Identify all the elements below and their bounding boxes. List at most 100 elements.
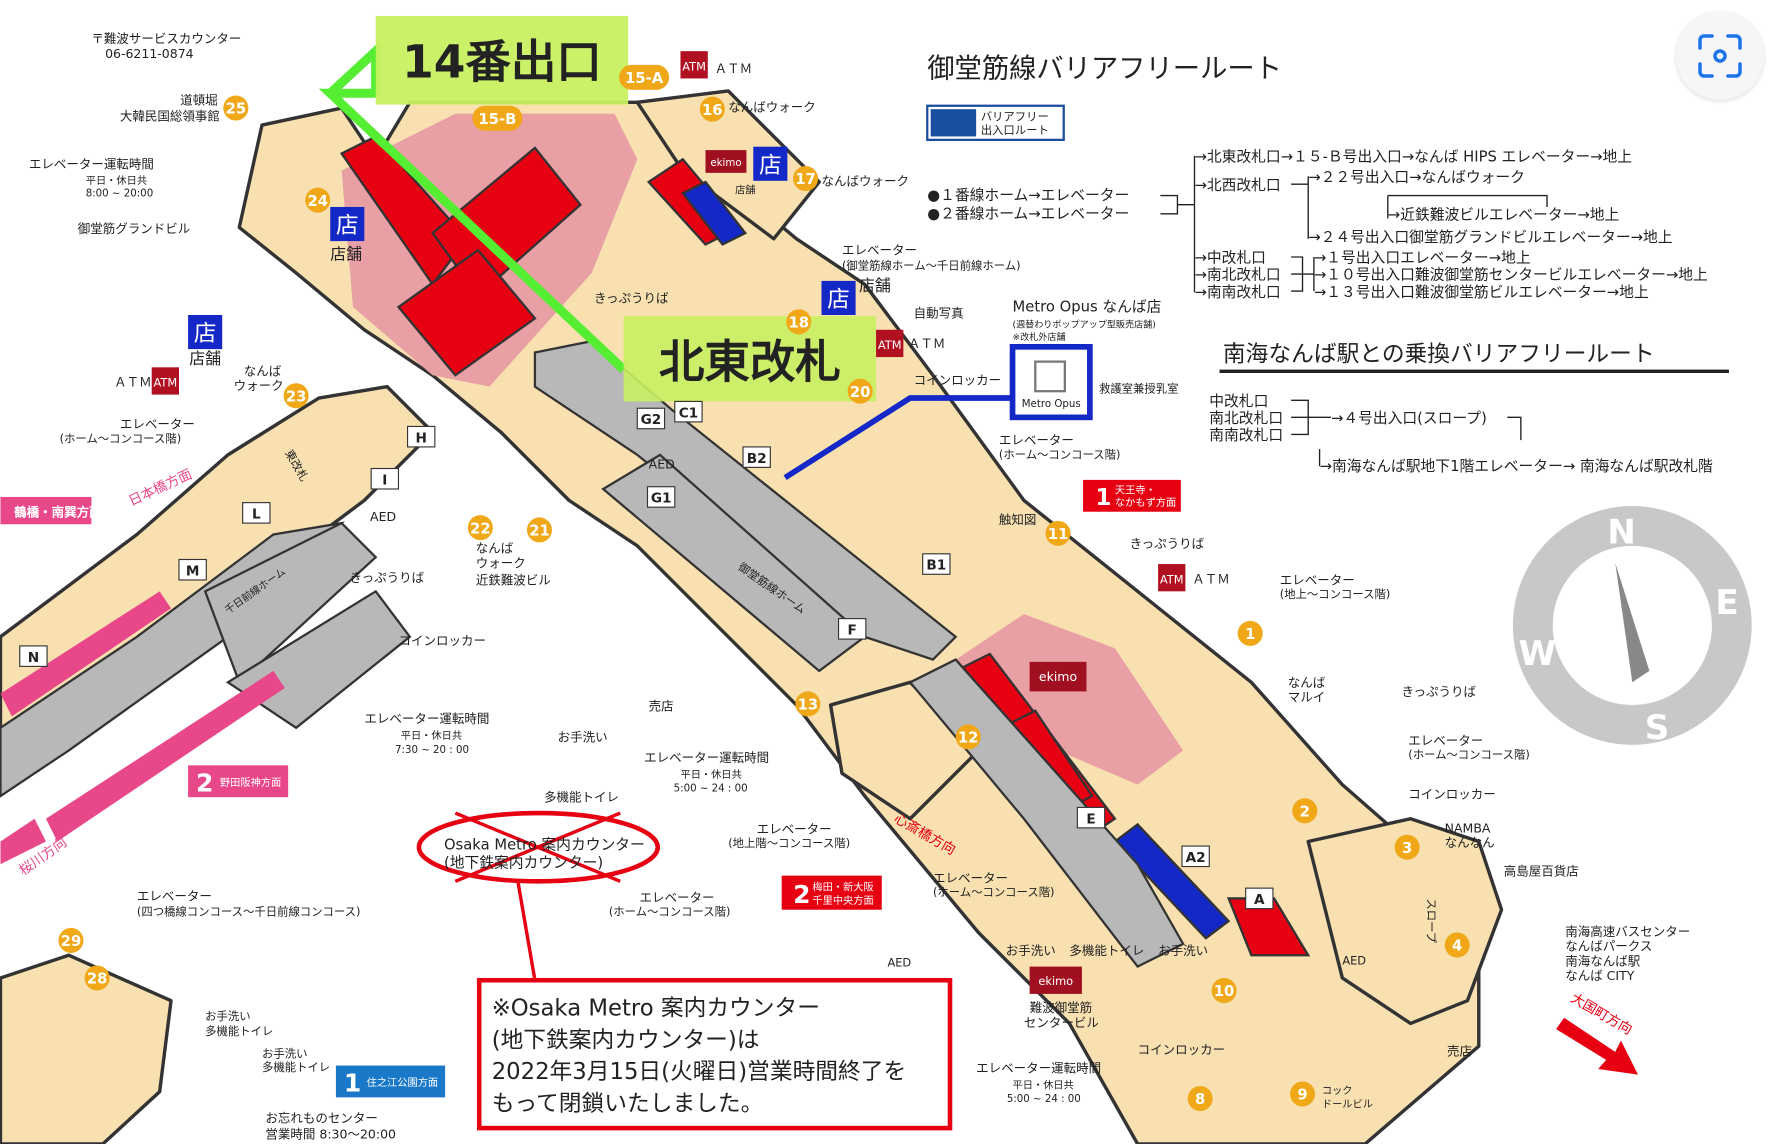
elevator-desc: (四つ橋線コンコース～千日前線コンコース): [137, 904, 361, 918]
umeda-label: 梅田・新大阪: [812, 880, 873, 893]
exit14-highlight: [375, 15, 629, 105]
exit-number: 10: [1214, 983, 1235, 1000]
exit-number: 2: [1300, 803, 1310, 820]
shop-icons: 店 店 店 店 ATM ATM ATM ATM 1 天王寺・ なかもず方面 2 …: [151, 51, 1186, 1098]
metro-opus-sub1: (週替わりポップアップ型販売店舗): [1013, 319, 1156, 331]
nannan-label: なんなん: [1445, 835, 1495, 850]
dotonbori-label: 道頓堀: [180, 93, 218, 108]
atm-icon: ATM: [878, 338, 902, 352]
exit-number: 11: [1048, 526, 1069, 543]
metro-opus-sub2: ※改札外店舗: [1013, 331, 1066, 343]
locker-label: コインロッカー: [1138, 1042, 1226, 1057]
senri-label: 千里中央方面: [812, 894, 873, 907]
nankai-route-title: 南海なんば駅との乗換バリアフリールート: [1223, 342, 1655, 368]
toilet-label: お手洗い: [558, 729, 608, 744]
exit-badge-1: [1237, 620, 1263, 646]
ticket-label: きっぷうりば: [1130, 536, 1205, 551]
elevator-hours-time: 8:00 ~ 20:00: [86, 189, 153, 200]
gate-marker-label: H: [416, 430, 427, 446]
pink-lines: [0, 591, 285, 865]
toilet-label: お手洗い: [262, 1047, 307, 1061]
namba-parks-label: なんばパークス: [1565, 939, 1652, 954]
gate-marker-I: [370, 467, 400, 490]
route-start-1: ●１番線ホーム→エレベーター: [927, 187, 1129, 204]
multi-toilet-label: 多機能トイレ: [262, 1060, 330, 1074]
crossed-counter-line2: (地下鉄案内カウンター): [444, 854, 603, 872]
shop-icon: 店: [827, 287, 850, 313]
elevator-desc: (地上階～コンコース階): [728, 836, 850, 850]
nankai-namba-label: 南海なんば駅: [1565, 953, 1641, 968]
gate-marker-B2: [742, 446, 771, 468]
exit-badge-8: [1187, 1086, 1213, 1112]
gate-marker-A: [1245, 887, 1274, 910]
ekimo-logo: [1029, 661, 1087, 692]
multi-toilet-label: 多機能トイレ: [205, 1024, 273, 1038]
gate-marker-label: L: [252, 507, 261, 523]
ekimo-logo-text: ekimo: [710, 158, 741, 169]
line-badge-2-sennichimae: 2: [196, 768, 213, 797]
route-ns-gate: →南北改札口: [1194, 267, 1280, 284]
multi-toilet-label: 多機能トイレ: [544, 790, 619, 805]
slope-label: スロープ: [1425, 898, 1439, 943]
elevator-hours-days: 平日・休日共: [401, 730, 462, 742]
toilet-label: お手洗い: [205, 1009, 250, 1023]
exit-number: 9: [1297, 1087, 1307, 1104]
toilet-label: お手洗い: [1158, 943, 1208, 958]
exit-number: 28: [87, 971, 108, 988]
namba-walk-label: なんばウォーク: [728, 99, 816, 114]
exit-number: 25: [226, 101, 247, 118]
exit-badge-23: [283, 383, 309, 409]
elevator-hours-time: 7:30 ~ 20 : 00: [395, 745, 469, 756]
midosuji-route-title: 御堂筋線バリアフリールート: [927, 53, 1282, 84]
ekimo-logo: [705, 150, 747, 173]
line-badge-2: 2: [793, 880, 810, 909]
legend-line1: バリアフリー: [981, 110, 1049, 124]
elevator-desc: (ホーム～コンコース階): [1408, 747, 1530, 761]
metro-opus-logo-icon: [1034, 360, 1066, 393]
atm-icon: ATM: [1160, 572, 1184, 586]
exit-badge-12: [955, 724, 981, 750]
elevator-desc: (ホーム～コンコース階): [999, 447, 1121, 461]
exit-number: 12: [958, 730, 979, 747]
grand-building-label: 御堂筋グランドビル: [78, 221, 191, 236]
exit-number: 24: [307, 193, 328, 210]
exit-number: 18: [788, 315, 809, 332]
gate-marker-L: [242, 502, 271, 524]
exit14-label: 14番出口: [402, 35, 602, 88]
route-exit13: →１３号出入口難波御堂筋ビルエレベーター→地上: [1314, 284, 1649, 301]
aed-label: AED: [649, 457, 675, 472]
namba-walk-label: なんば: [244, 363, 282, 378]
exit-number: 20: [850, 384, 871, 401]
namba-walk-label: なんば: [476, 541, 514, 556]
gate-marker-A2: [1181, 845, 1210, 868]
elevator-label: エレベーター: [640, 890, 715, 905]
locker-label: コインロッカー: [914, 372, 1002, 387]
toilet-label: お手洗い: [1006, 943, 1056, 958]
exit-badge-21: [526, 517, 552, 543]
lost-found-label: お忘れものセンター: [265, 1110, 378, 1125]
nakamozu-label: なかもず方面: [1115, 496, 1176, 509]
elevator-hours-label: エレベーター運転時間: [644, 750, 769, 765]
exit-number: 4: [1452, 938, 1462, 955]
elevator-desc: (地上～コンコース階): [1280, 587, 1391, 601]
line-badge-1-yotsubashi: 1: [344, 1069, 361, 1098]
nankai-center-gate: 中改札口: [1209, 393, 1268, 410]
route-exit24: →２４号出入口御堂筋グランドビルエレベーター→地上: [1308, 229, 1673, 246]
gate-marker-label: E: [1086, 811, 1095, 827]
screenshot-capture-button[interactable]: [1676, 12, 1764, 100]
gate-marker-F: [837, 618, 867, 640]
metro-opus-pointer: [783, 395, 1013, 481]
exit-number: 17: [795, 171, 816, 188]
northeast-gate-highlight: [623, 316, 877, 402]
namba-walk-label: ウォーク: [234, 378, 284, 393]
exit-badge-20: [847, 378, 873, 404]
ekimo-logo: [1029, 966, 1082, 994]
route-kintetsu: →近鉄難波ビルエレベーター→地上: [1388, 206, 1620, 223]
elevator-hours-label: エレベーター運転時間: [364, 711, 489, 726]
elevator-hours-label: エレベーター運転時間: [976, 1060, 1101, 1075]
namba-walk-label: なんばウォーク: [821, 173, 909, 188]
elevator-label: エレベーター: [999, 433, 1074, 448]
ticket-label: きっぷうりば: [1401, 684, 1476, 699]
exit-badge-17: [793, 166, 819, 192]
